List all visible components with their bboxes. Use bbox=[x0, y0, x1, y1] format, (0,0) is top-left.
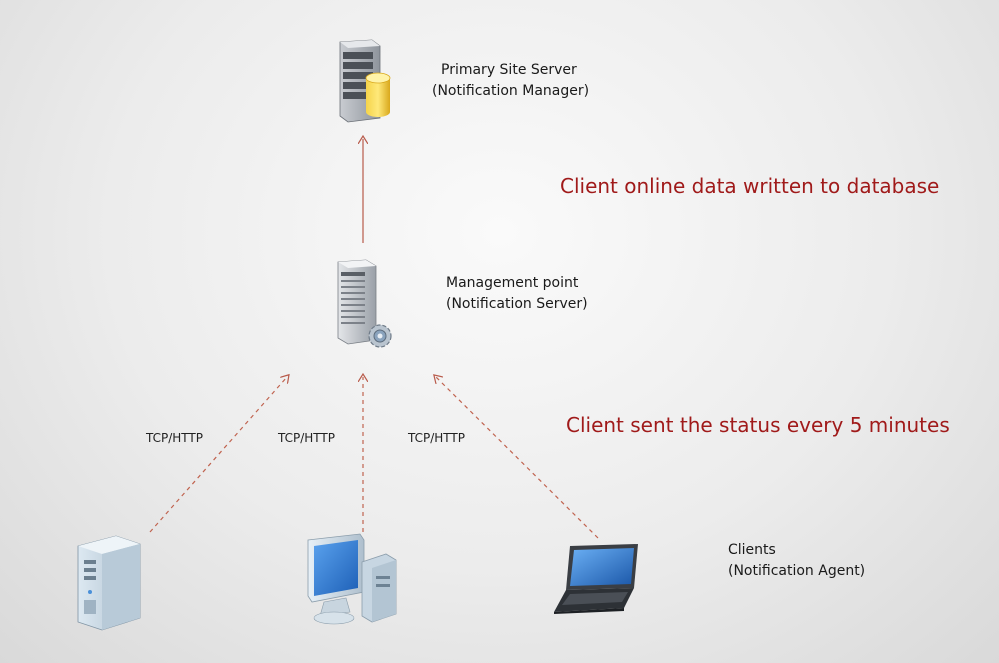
primary-site-label: Primary Site Server (Notification Manage… bbox=[432, 60, 589, 102]
arrow-right-client-to-mp bbox=[436, 377, 599, 539]
management-point-title: Management point bbox=[446, 275, 579, 291]
protocol-label-right: TCP/HTTP bbox=[408, 431, 465, 445]
desktop-computer-icon bbox=[307, 533, 397, 625]
arrow-left-client-to-mp bbox=[149, 377, 287, 533]
clients-label: Clients (Notification Agent) bbox=[728, 540, 865, 582]
laptop-icon bbox=[554, 544, 638, 614]
db-write-note: Client online data written to database bbox=[560, 174, 940, 198]
primary-site-title: Primary Site Server bbox=[441, 62, 577, 78]
protocol-label-left: TCP/HTTP bbox=[146, 431, 203, 445]
status-interval-note: Client sent the status every 5 minutes bbox=[566, 413, 950, 437]
management-point-subtitle: (Notification Server) bbox=[446, 296, 588, 312]
database-server-icon bbox=[339, 39, 391, 123]
tower-server-icon bbox=[77, 535, 141, 631]
primary-site-subtitle: (Notification Manager) bbox=[432, 83, 590, 99]
clients-subtitle: (Notification Agent) bbox=[728, 563, 866, 579]
management-point-label: Management point (Notification Server) bbox=[446, 273, 588, 315]
clients-title: Clients bbox=[728, 542, 776, 558]
protocol-label-center: TCP/HTTP bbox=[278, 431, 335, 445]
server-gear-icon bbox=[337, 259, 392, 348]
